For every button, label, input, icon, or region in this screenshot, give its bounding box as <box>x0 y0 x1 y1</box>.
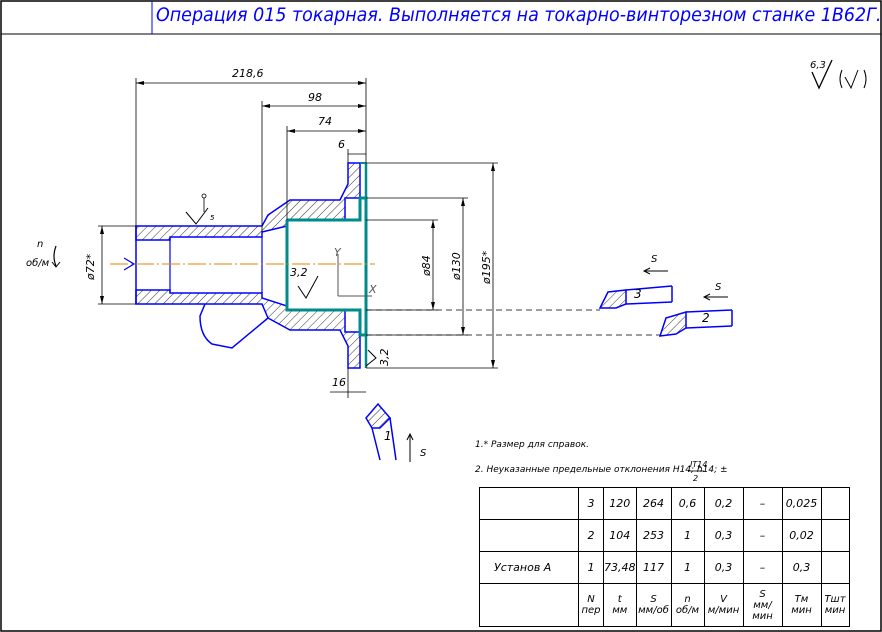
tool-2-feed: S <box>715 282 722 293</box>
cell-pass: 1 <box>578 551 604 584</box>
dimension-lines <box>98 78 498 398</box>
tolerance-denominator: 2 <box>693 474 698 483</box>
roughness-symbol-icon: 6,3 <box>810 59 867 90</box>
rough-32a: 3,2 <box>290 266 308 279</box>
cell-feed: 117 <box>635 551 672 584</box>
cutting-tool-3: 3 S <box>598 254 673 309</box>
cell-speed: 0,3 <box>703 519 744 552</box>
dim-16: 16 <box>332 376 346 389</box>
header-feed: S мм/об <box>635 583 672 627</box>
cell-speed: 0,3 <box>703 551 744 584</box>
cell-depth: 73,48 <box>603 551 637 584</box>
cutting-tool-2: 2 S <box>658 282 733 337</box>
rotation-arrow-icon <box>51 245 61 268</box>
axis-x-label: X <box>368 283 377 296</box>
header-tm: Tм мин <box>781 583 822 627</box>
dim-phi84: ø84 <box>420 255 433 277</box>
dim-6: 6 <box>338 138 345 151</box>
header-rpm: n об/м <box>670 583 705 627</box>
coordinate-axes: Y X <box>334 246 377 297</box>
roughness-value: 6,3 <box>810 60 826 71</box>
table-row: Установ А 1 73,48 117 1 0,3 – 0,3 <box>479 551 850 584</box>
dimension-arrows <box>100 81 495 368</box>
dim-218: 218,6 <box>232 67 264 80</box>
cell-feed-min: – <box>742 487 783 520</box>
header-pass: N пер <box>578 583 604 627</box>
setup-label: Установ А <box>479 551 579 584</box>
rough-32b: 3,2 <box>378 349 391 367</box>
dim-98: 98 <box>308 91 322 104</box>
cell-depth: 120 <box>603 487 637 520</box>
note-1: 1.* Размер для справок. <box>475 440 589 450</box>
cell-tm: 0,025 <box>781 487 822 520</box>
tool-1-num: 1 <box>384 429 392 443</box>
spindle-n-label: n <box>37 239 43 250</box>
dim-phi130: ø130 <box>450 252 463 281</box>
header-speed: V м/мин <box>703 583 744 627</box>
cell-rpm: 1 <box>670 551 705 584</box>
cell-tm: 0,02 <box>781 519 822 552</box>
cell-feed-min: – <box>742 519 783 552</box>
dim-phi72: ø72* <box>84 253 97 281</box>
header-tsht: Tшт мин <box>820 583 850 627</box>
cell-rpm: 0,6 <box>670 487 705 520</box>
cell-tm: 0,3 <box>781 551 822 584</box>
header-feed-min: S мм/мин <box>742 583 783 627</box>
dim-phi195: ø195* <box>480 250 493 285</box>
tool-3-num: 3 <box>634 287 642 301</box>
operation-title: Операция 015 токарная. Выполняется на то… <box>156 4 882 26</box>
tool-2-num: 2 <box>702 311 710 325</box>
note-2: 2. Неуказанные предельные отклонения Н14… <box>475 465 728 475</box>
tolerance-numerator: IT14 <box>690 460 707 469</box>
cell-feed: 253 <box>635 519 672 552</box>
table-row: 3 120 264 0,6 0,2 – 0,025 <box>479 487 850 520</box>
cell-speed: 0,2 <box>703 487 744 520</box>
cell-pass: 3 <box>578 487 604 520</box>
cell-feed-min: – <box>742 551 783 584</box>
cell-feed: 264 <box>635 487 672 520</box>
cell-rpm: 1 <box>670 519 705 552</box>
table-row: 2 104 253 1 0,3 – 0,02 <box>479 519 850 552</box>
center-mark-icon <box>123 257 136 271</box>
table-header-row: N пер t мм S мм/об n об/м V м/мин S мм/м… <box>479 583 850 627</box>
tool-3-feed: S <box>651 254 658 265</box>
tool-1-feed: S <box>420 448 427 459</box>
spindle-unit-label: об/м <box>26 257 50 269</box>
cutting-tool-1: 1 S <box>365 402 427 462</box>
header-depth: t мм <box>603 583 637 627</box>
dim-74: 74 <box>318 115 332 128</box>
rough-small: 5 <box>210 214 215 222</box>
roughness-mark-icon: 5 3,2 3,2 <box>185 193 391 367</box>
part-body <box>135 162 361 369</box>
cell-depth: 104 <box>603 519 637 552</box>
axis-y-label: Y <box>334 246 342 259</box>
cell-pass: 2 <box>578 519 604 552</box>
operations-table: 3 120 264 0,6 0,2 – 0,025 2 104 253 1 0,… <box>479 487 850 627</box>
